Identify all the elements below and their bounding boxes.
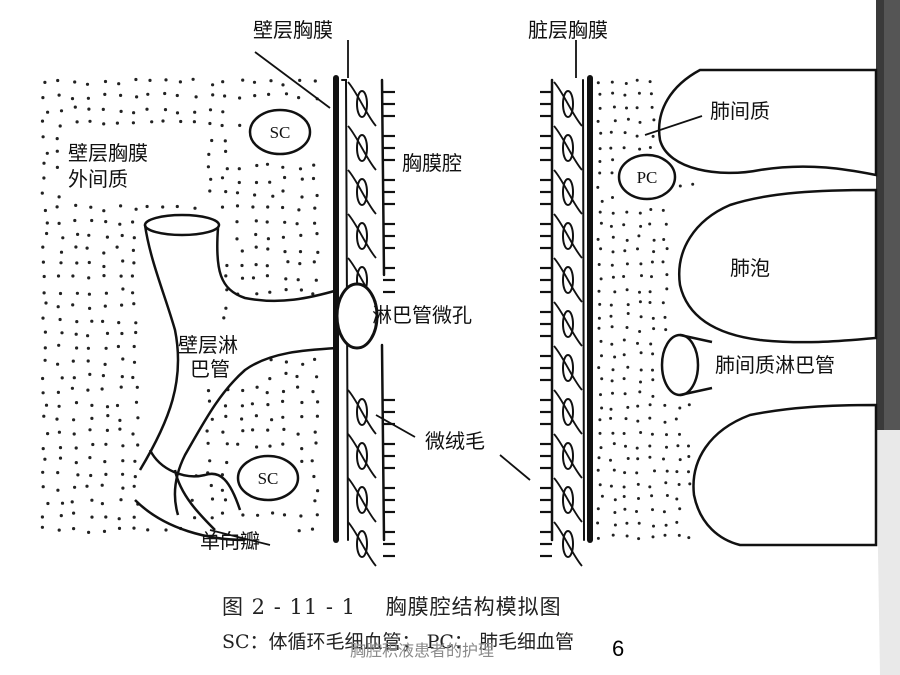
slide-footer-text: 胸腔积液患者的护理 [350, 641, 494, 660]
figure-caption-legend: SC：体循环毛细血管； PC： 肺毛细血管 [222, 631, 574, 653]
sc-label-bottom: SC [258, 469, 279, 488]
label-parietal-lymph-1: 壁层淋 [178, 333, 238, 357]
label-visceral-pleura: 脏层胸膜 [528, 18, 608, 42]
alveoli [657, 68, 878, 547]
pc-label: PC [637, 168, 658, 187]
visceral-pleura [550, 75, 593, 543]
label-lymph-stoma: 淋巴管微孔 [372, 303, 472, 327]
label-parietal-interstitium-2: 外间质 [68, 167, 128, 191]
slide-page-number: 6 [612, 636, 624, 661]
sc-label-top: SC [270, 123, 291, 142]
label-parietal-interstitium-1: 壁层胸膜 [68, 141, 148, 165]
leader-lines [209, 40, 703, 546]
pulmonary-capillary: PC [617, 153, 677, 201]
visceral-mesothelial-cells [540, 81, 583, 567]
lymphatic-stoma-opening [335, 282, 379, 350]
figure-caption-title: 图 2 - 11 - 1 胸膜腔结构模拟图 [222, 595, 562, 619]
scan-edge-strip [876, 0, 900, 675]
systemic-capillary-top: SC [248, 108, 312, 156]
parietal-lymphatic-vessel [134, 213, 339, 542]
interstitial-lymphatic-vessel [660, 333, 713, 397]
label-parietal-lymph-2: 巴管 [190, 357, 230, 381]
label-lung-interstitium: 肺间质 [710, 99, 770, 123]
systemic-capillary-bottom: SC [236, 454, 300, 502]
parietal-mesothelial-cells [347, 81, 395, 567]
parietal-interstitium-stipple [40, 77, 320, 535]
label-interstitial-lymph: 肺间质淋巴管 [715, 353, 835, 377]
lung-interstitium-stipple [596, 78, 695, 541]
label-pleural-cavity: 胸膜腔 [402, 151, 462, 175]
label-one-way-valve: 单向瓣 [200, 529, 260, 553]
label-parietal-pleura: 壁层胸膜 [253, 18, 333, 42]
label-microvilli: 微绒毛 [425, 429, 485, 453]
label-alveolus: 肺泡 [730, 256, 770, 280]
